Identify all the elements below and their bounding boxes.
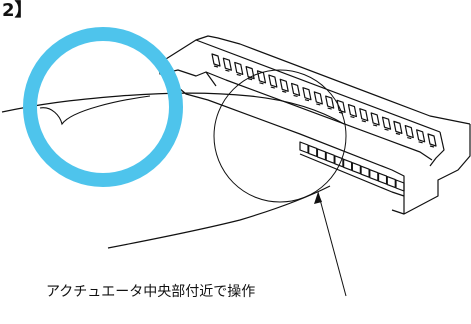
contact-top <box>393 120 403 135</box>
contact-bottom <box>299 141 309 154</box>
contact-top <box>302 87 312 102</box>
contact-top <box>381 116 392 131</box>
contact-bottom <box>377 172 388 185</box>
contact-row-bottom <box>299 141 405 192</box>
highlight-ring <box>23 27 183 187</box>
header-fragment: 2】 <box>2 0 33 21</box>
contact-bottom <box>325 151 335 164</box>
actuator-strip <box>205 71 433 161</box>
contact-top <box>245 66 255 81</box>
contact-top <box>234 61 244 77</box>
contact-row-top <box>211 53 437 148</box>
contact-top <box>427 133 437 148</box>
contact-bottom <box>386 175 396 189</box>
contact-top <box>416 129 426 144</box>
contact-top <box>279 78 289 93</box>
contact-top <box>290 82 301 98</box>
contact-top <box>325 95 335 110</box>
contact-bottom <box>369 169 379 182</box>
contact-top <box>370 112 380 127</box>
connector-base-edge <box>299 153 405 197</box>
contact-bottom <box>395 179 405 192</box>
fpc-connector <box>157 35 471 215</box>
contact-bottom <box>360 165 370 178</box>
contact-top <box>359 108 369 123</box>
connector-front-edge <box>159 71 405 214</box>
contact-bottom <box>316 148 327 161</box>
fingernail-line <box>39 95 151 126</box>
contact-top <box>268 74 278 89</box>
contact-bottom <box>334 155 344 168</box>
leader-line <box>317 191 347 297</box>
contact-bottom <box>343 158 353 171</box>
contact-bottom <box>351 162 361 175</box>
connector-right-end <box>391 124 471 215</box>
leader-arrowhead <box>314 192 322 204</box>
contact-bottom <box>308 144 318 158</box>
contact-top <box>404 124 414 140</box>
finger-outline <box>1 92 345 125</box>
contact-top <box>211 53 221 68</box>
magnifier-circle <box>213 69 347 203</box>
contact-top <box>347 103 358 119</box>
contact-top <box>313 91 323 106</box>
caption-text: アクチュエータ中央部付近で操作 <box>46 284 255 300</box>
connector-top-ridge <box>195 39 441 133</box>
contact-top <box>222 57 232 72</box>
finger-underside <box>107 185 331 249</box>
connector-right-end-inner <box>429 131 445 167</box>
